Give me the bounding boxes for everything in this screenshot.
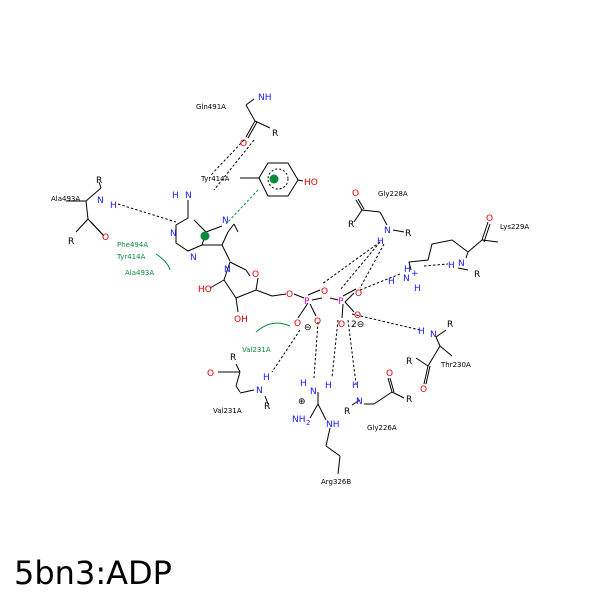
atom-h-gly228: H [377, 237, 384, 247]
atom-labels: NH O R HO H N N N N N O HO OH O P O P O … [68, 93, 493, 430]
hydrophobic-phe494: Phe494A [117, 241, 148, 249]
ring-centroid-tyr414 [269, 174, 279, 184]
atom-r-ala493-n: R [96, 176, 102, 186]
atom-oplus-arg: ⊕ [298, 397, 306, 407]
atom-n1-adenine: N [170, 229, 177, 239]
atom-r-lys229: R [474, 270, 480, 280]
hydrophobic-tyr414: Tyr414A [116, 253, 146, 261]
atom-o-gln491: O [240, 139, 247, 149]
atom-n7-adenine: N [222, 216, 229, 226]
atom-h-lys229-1: H [388, 277, 395, 287]
residue-labels: Gln491A Tyr414A Ala493A Gly228A Lys229A … [51, 103, 529, 486]
atom-r-thr230-n: R [447, 320, 453, 330]
atom-n-lys229-side: N [403, 274, 410, 284]
atom-n9-adenine: N [224, 265, 231, 275]
atom-nh2-arg: NH [292, 415, 306, 425]
diagram-title: 5bn3:ADP [14, 554, 172, 592]
atom-nh-gln491: NH [258, 93, 272, 103]
atom-p-alpha: P [304, 297, 310, 307]
atom-o-ala493: O [102, 233, 109, 243]
atom-h-lys229-bb: H [448, 261, 455, 271]
atom-r-gly226-n: R [344, 407, 350, 417]
atom-r-val231-n: R [264, 402, 270, 412]
atom-nh2-subscript: 2 [306, 419, 310, 427]
atom-h-thr230: H [418, 327, 425, 337]
atom-h-lys229-3: H [414, 284, 421, 294]
atom-plus-lys229: + [411, 269, 419, 279]
atom-r-gly228-c: R [348, 220, 354, 230]
atom-h-ala493: H [110, 201, 117, 211]
atom-o-ribose-ring: O [252, 270, 259, 280]
hydrophobic-labels: Phe494A Tyr414A Ala493A Val231A [116, 241, 271, 354]
pi-stacking-line [225, 189, 259, 225]
atom-o-bridge: O [321, 287, 328, 297]
atom-o-lys229: O [486, 214, 493, 224]
residue-ala493: Ala493A [51, 195, 80, 203]
atom-nh-arg-2: NH [326, 420, 340, 430]
atom-h-val231: H [263, 373, 270, 383]
residue-val231: Val231A [213, 407, 242, 415]
atom-n-gly228: N [384, 226, 391, 236]
ring-centroid-adenine [200, 231, 210, 241]
atom-minus-alpha: ⊖ [304, 323, 312, 333]
residue-gly228: Gly228A [378, 190, 408, 198]
atom-n-arg-1: N [310, 387, 317, 397]
residue-gly226: Gly226A [367, 424, 397, 432]
atom-r-ala493-c: R [68, 237, 74, 247]
atom-ho-ribose: HO [198, 285, 212, 295]
residue-thr230: Thr230A [440, 361, 471, 369]
covalent-bonds [66, 98, 499, 475]
atom-o-alpha-1: O [294, 319, 301, 329]
atom-o-beta-1: O [355, 289, 362, 299]
atom-r-gln491: R [272, 129, 278, 139]
atom-n-ala493: N [97, 196, 104, 206]
atom-o-beta-3: O [338, 320, 345, 330]
atom-ho-tyr414: HO [304, 178, 318, 188]
atom-n-gly226: N [356, 397, 363, 407]
atom-o-gly228: O [352, 189, 359, 199]
atom-n-thr230: N [430, 330, 437, 340]
hydrophobic-ala493: Ala493A [125, 269, 154, 277]
residue-gln491: Gln491A [196, 103, 226, 111]
residue-tyr414: Tyr414A [200, 175, 230, 183]
residue-lys229: Lys229A [500, 223, 529, 231]
atom-o-beta-2: O [354, 311, 361, 321]
atom-p-beta: P [338, 297, 344, 307]
atom-h-arg-1: H [300, 379, 307, 389]
atom-n-lys229-bb: N [458, 259, 465, 269]
atom-h-gly226: H [352, 381, 359, 391]
atom-n-val231: N [256, 386, 263, 396]
atom-o-alpha-2: O [314, 317, 321, 327]
atom-r-thr230-c: R [406, 357, 412, 367]
atom-h-arg-2: H [325, 381, 332, 391]
atom-o-gly226: O [386, 369, 393, 379]
atom-charge-beta: 2⊖ [351, 320, 364, 330]
hydrophobic-val231: Val231A [242, 346, 271, 354]
atom-n3-adenine: N [190, 253, 197, 263]
atom-o5-ribose: O [286, 290, 293, 300]
hydrophobic-arc-ala493 [155, 253, 171, 271]
hydrogen-bonds [117, 139, 449, 385]
atom-r-val231-c: R [230, 353, 236, 363]
atom-h-lys229-2: H [404, 265, 411, 275]
atom-oh-ribose: OH [234, 315, 248, 325]
atom-o-val231: O [207, 369, 214, 379]
atom-r-gly228-n: R [405, 229, 411, 239]
atom-h-amine: H [172, 191, 179, 201]
atom-r-gly226-c: R [406, 395, 412, 405]
atom-n-amine: N [185, 191, 192, 201]
atom-o-thr230: O [420, 385, 427, 395]
hydrophobic-arc-val231 [255, 322, 291, 333]
residue-arg326: Arg326B [321, 478, 351, 486]
